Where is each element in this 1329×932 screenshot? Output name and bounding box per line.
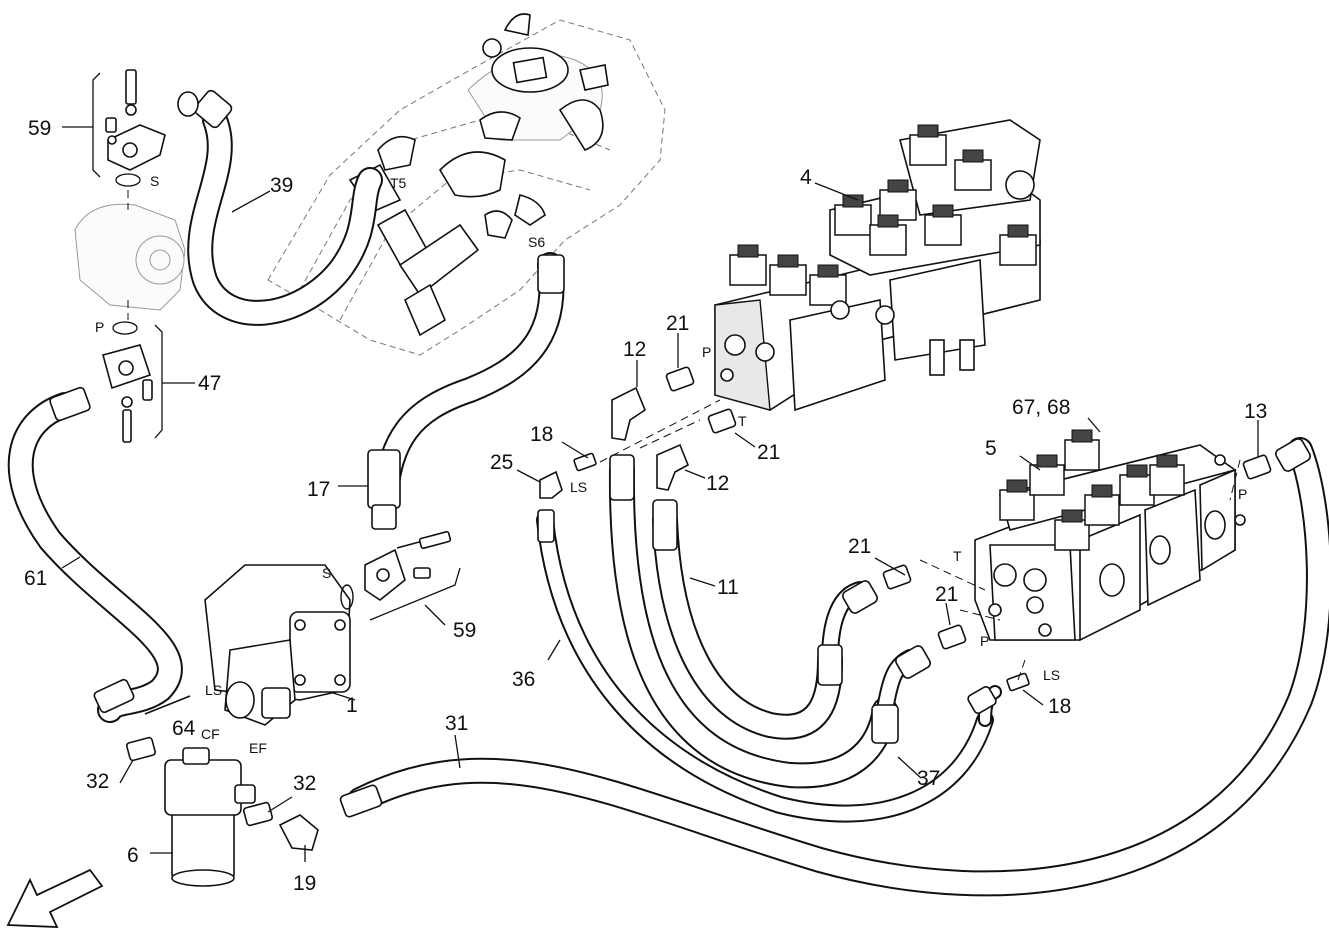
callout-21-a: 21 [666,312,689,335]
callout-61: 61 [24,567,47,590]
callout-31: 31 [445,712,468,735]
callout-36: 36 [512,668,535,691]
callouts: 59 39 T5 S6 4 S P 47 21 12 P 18 25 LS T … [24,117,1267,895]
callout-12-b: 12 [706,472,729,495]
callout-25: 25 [490,451,513,474]
valve-bank-5 [974,429,1246,642]
callout-32-b: 32 [293,772,316,795]
dashed-guides [127,190,1241,681]
port-label-ef: EF [249,740,267,756]
transmission-housing-ghost [267,13,666,356]
callout-47: 47 [198,372,221,395]
front-direction-arrow-icon [6,868,104,928]
port-label-p-pump: P [95,319,104,335]
callout-59-middle: 59 [453,619,476,642]
port-label-cf: CF [201,726,220,742]
callout-67-68: 67, 68 [1012,396,1070,419]
flange-59-upper [105,69,166,171]
callout-19: 19 [293,872,316,895]
port-label-t-bank5: T [953,548,962,564]
valve-bank-4 [714,119,1041,412]
callout-6: 6 [127,844,139,867]
flange-59-middle [340,548,431,610]
port-label-ls-b: LS [1043,667,1060,683]
port-label-ls-c: LS [205,682,222,698]
callout-64: 64 [172,717,196,740]
callout-21-b: 21 [757,441,780,464]
callout-1: 1 [346,694,358,717]
port-label-p-bank4: P [702,344,711,360]
brackets [92,72,461,621]
port-label-s6: S6 [528,234,545,250]
callout-4: 4 [800,166,812,189]
callout-17: 17 [307,478,330,501]
port-label-s-pump: S [322,565,331,581]
port-label-p-bank5-right: P [1238,486,1247,502]
port-label-ls-a: LS [570,479,587,495]
hose-fittings [49,89,1311,818]
callout-39: 39 [270,174,293,197]
hoses [7,107,1329,897]
callout-32-a: 32 [86,770,109,793]
flange-47 [102,344,153,443]
port-label-p-bank5: P [980,633,989,649]
callout-5: 5 [985,437,997,460]
callout-11: 11 [717,576,739,599]
pump-1 [204,564,351,726]
callout-37: 37 [917,767,940,790]
pump-ghost-upper [74,173,186,335]
callout-18-a: 18 [530,423,553,446]
callout-21-d: 21 [935,583,958,606]
port-label-t5: T5 [390,175,407,191]
port-label-s-upper: S [150,173,159,189]
callout-13: 13 [1244,400,1267,423]
callout-21-c: 21 [848,535,871,558]
leader-lines [61,126,1259,862]
callout-12-a: 12 [623,338,646,361]
fittings [125,366,1272,851]
callout-59-upper: 59 [28,117,51,140]
callout-18-b: 18 [1048,695,1071,718]
port-label-t-bank4: T [738,413,747,429]
oil-filter-6 [164,747,256,887]
